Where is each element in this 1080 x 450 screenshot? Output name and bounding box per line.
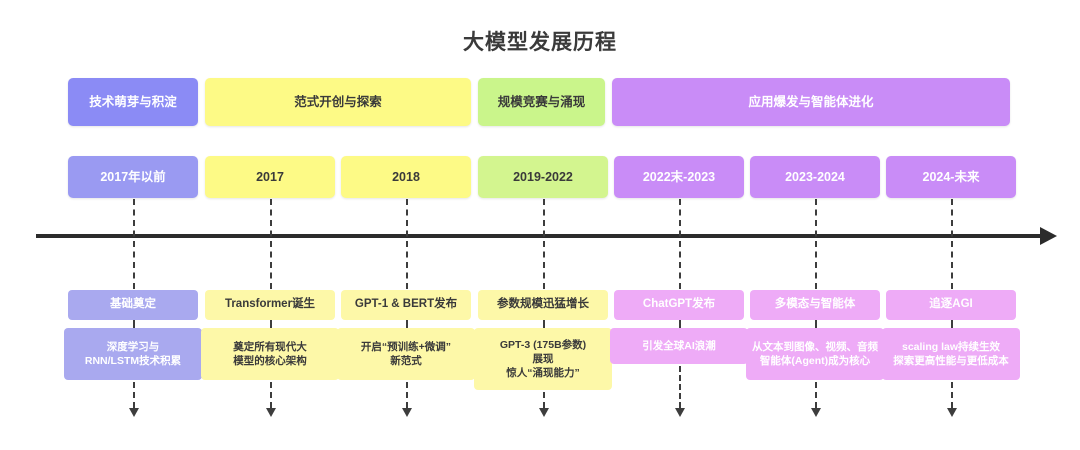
connector-dashed-line bbox=[270, 199, 272, 289]
event-description-box: 从文本到图像、视频、音频 智能体(Agent)成为核心 bbox=[746, 328, 884, 380]
event-title-box: GPT-1 & BERT发布 bbox=[341, 290, 471, 320]
phase-bar: 技术萌芽与积淀 bbox=[68, 78, 198, 126]
event-title-box: 追逐AGI bbox=[886, 290, 1016, 320]
connector-dashed-line bbox=[543, 392, 545, 408]
connector-dashed-line bbox=[133, 382, 135, 408]
connector-dashed-line bbox=[951, 382, 953, 408]
connector-dashed-line bbox=[815, 199, 817, 289]
phase-bar: 范式开创与探索 bbox=[205, 78, 471, 126]
timeline-axis-line bbox=[36, 234, 1044, 238]
connector-dashed-line bbox=[951, 320, 953, 329]
phase-bar: 应用爆发与智能体进化 bbox=[612, 78, 1010, 126]
connector-arrow-icon bbox=[402, 408, 412, 417]
connector-dashed-line bbox=[679, 366, 681, 408]
connector-dashed-line bbox=[133, 320, 135, 329]
page-title: 大模型发展历程 bbox=[463, 31, 617, 54]
year-box: 2017 bbox=[205, 156, 335, 198]
year-box: 2022末-2023 bbox=[614, 156, 744, 198]
connector-dashed-line bbox=[815, 320, 817, 329]
event-description-box: 开启“预训练+微调” 新范式 bbox=[337, 328, 475, 380]
event-title-box: Transformer诞生 bbox=[205, 290, 335, 320]
connector-dashed-line bbox=[679, 320, 681, 329]
connector-arrow-icon bbox=[947, 408, 957, 417]
year-box: 2019-2022 bbox=[478, 156, 608, 198]
event-title-box: ChatGPT发布 bbox=[614, 290, 744, 320]
event-title-box: 多模态与智能体 bbox=[750, 290, 880, 320]
event-description-box: scaling law持续生效 探索更高性能与更低成本 bbox=[882, 328, 1020, 380]
event-title-box: 参数规模迅猛增长 bbox=[478, 290, 608, 320]
connector-dashed-line bbox=[406, 199, 408, 289]
connector-arrow-icon bbox=[811, 408, 821, 417]
phase-bar: 规模竞赛与涌现 bbox=[478, 78, 605, 126]
connector-arrow-icon bbox=[129, 408, 139, 417]
year-box: 2017年以前 bbox=[68, 156, 198, 198]
connector-dashed-line bbox=[133, 199, 135, 289]
connector-dashed-line bbox=[951, 199, 953, 289]
event-description-box: 引发全球AI浪潮 bbox=[610, 328, 748, 364]
event-description-box: 深度学习与 RNN/LSTM技术积累 bbox=[64, 328, 202, 380]
connector-dashed-line bbox=[270, 320, 272, 329]
connector-arrow-icon bbox=[266, 408, 276, 417]
year-box: 2018 bbox=[341, 156, 471, 198]
connector-arrow-icon bbox=[675, 408, 685, 417]
year-box: 2023-2024 bbox=[750, 156, 880, 198]
year-box: 2024-未来 bbox=[886, 156, 1016, 198]
connector-arrow-icon bbox=[539, 408, 549, 417]
connector-dashed-line bbox=[406, 382, 408, 408]
connector-dashed-line bbox=[815, 382, 817, 408]
timeline-arrow-icon bbox=[1040, 227, 1057, 245]
connector-dashed-line bbox=[406, 320, 408, 329]
connector-dashed-line bbox=[543, 199, 545, 289]
event-title-box: 基础奠定 bbox=[68, 290, 198, 320]
event-description-box: GPT-3 (175B参数) 展现 惊人“涌现能力” bbox=[474, 328, 612, 390]
connector-dashed-line bbox=[543, 320, 545, 329]
connector-dashed-line bbox=[270, 382, 272, 408]
event-description-box: 奠定所有现代大 模型的核心架构 bbox=[201, 328, 339, 380]
connector-dashed-line bbox=[679, 199, 681, 289]
